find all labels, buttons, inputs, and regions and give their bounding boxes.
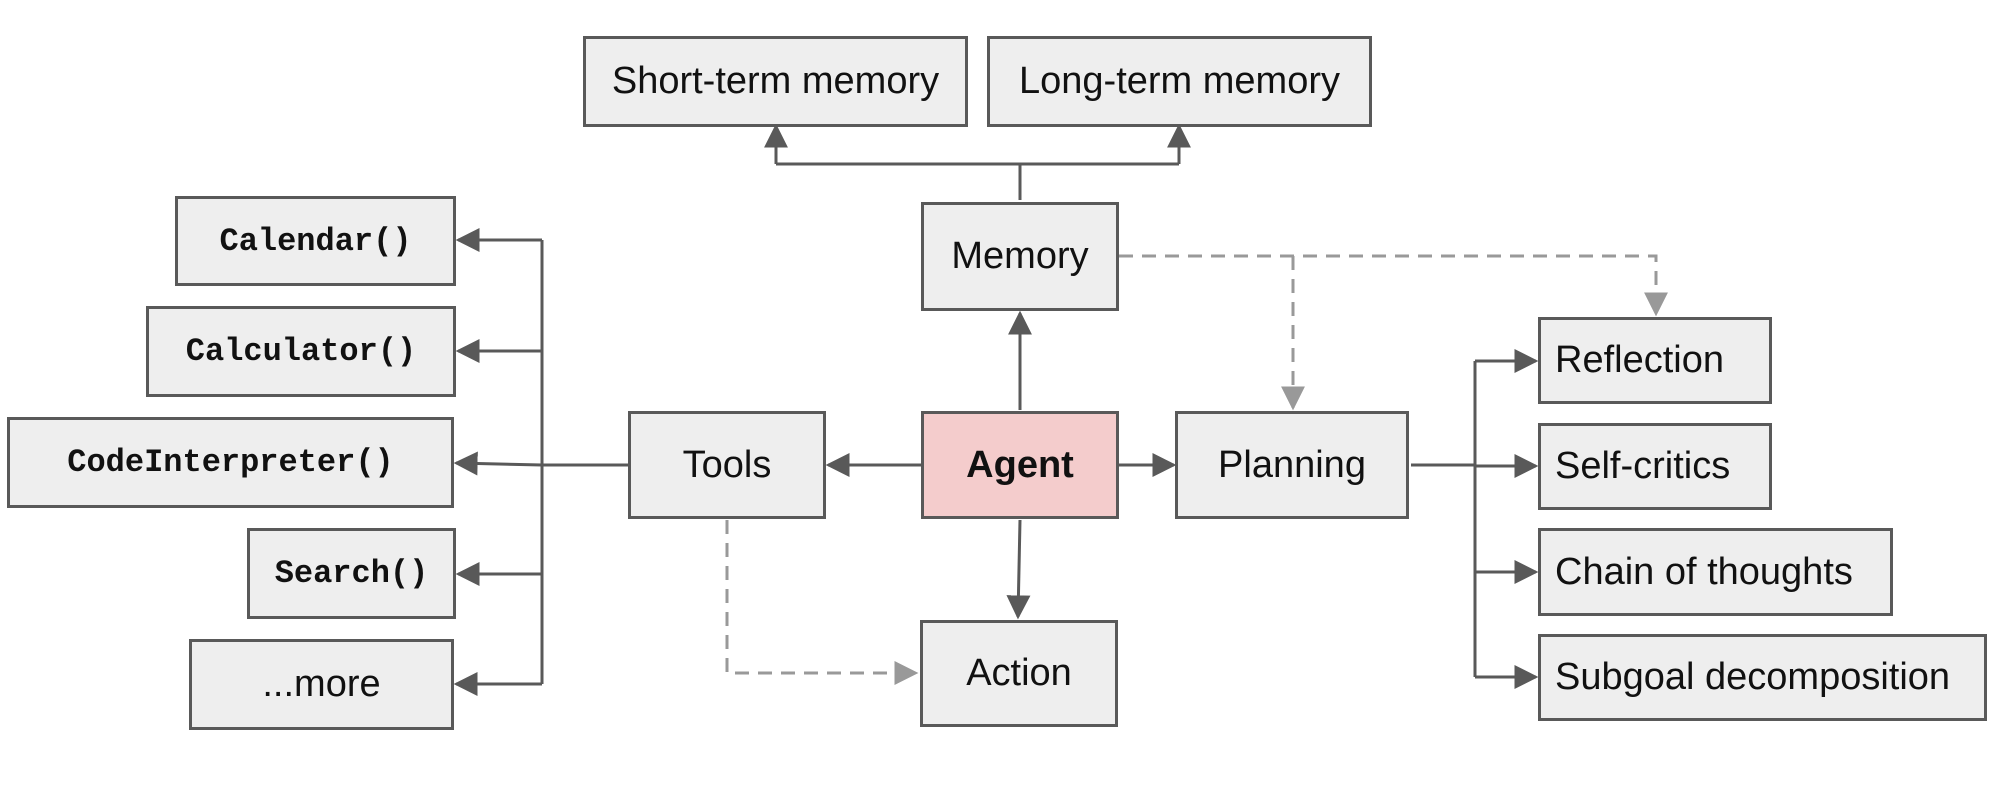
tools-to-tool-list-edges <box>453 228 628 696</box>
planning-to-subtasks-edges <box>1411 349 1539 689</box>
subgoal-decomposition-node: Subgoal decomposition <box>1538 634 1987 721</box>
long-term-memory-node: Long-term memory <box>987 36 1372 127</box>
planning-node: Planning <box>1175 411 1409 519</box>
code-interpreter-tool-node: CodeInterpreter() <box>7 417 454 508</box>
tools-node: Tools <box>628 411 826 519</box>
more-tools-node: ...more <box>189 639 454 730</box>
agent-to-action-edge <box>1006 519 1031 620</box>
search-tool-node: Search() <box>247 528 456 619</box>
calendar-tool-node: Calendar() <box>175 196 456 286</box>
reflection-node: Reflection <box>1538 317 1772 404</box>
tools-to-action-dashed-edge <box>725 520 919 685</box>
agent-node: Agent <box>921 411 1119 519</box>
memory-node: Memory <box>921 202 1119 311</box>
agent-edges <box>825 310 1177 620</box>
action-node: Action <box>920 620 1118 727</box>
short-term-memory-node: Short-term memory <box>583 36 968 127</box>
dashed-edges <box>725 254 1668 685</box>
memory-to-memory-types-edges <box>764 123 1191 200</box>
self-critics-node: Self-critics <box>1538 423 1772 510</box>
tools-to-code-interpreter-edge <box>453 451 543 476</box>
calculator-tool-node: Calculator() <box>146 306 456 397</box>
chain-of-thoughts-node: Chain of thoughts <box>1538 528 1893 616</box>
memory-to-reflection-dashed-edge <box>1119 254 1668 317</box>
